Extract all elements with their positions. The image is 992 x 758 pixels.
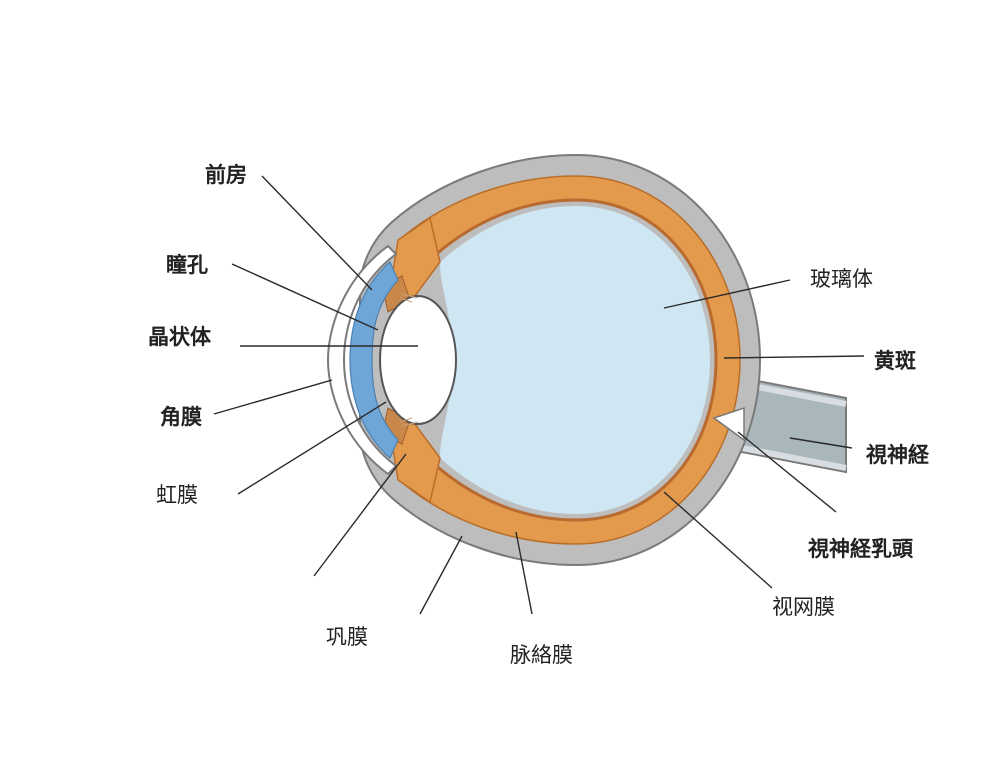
leader-lines [213,175,865,615]
leader-anterior-chamber [261,175,373,291]
zonule-fibres [399,293,419,427]
label-vitreous: 玻璃体 [810,267,873,291]
leader-macula [723,355,865,359]
cornea [326,244,399,476]
leader-cornea [213,379,333,415]
label-lens: 晶状体 [148,325,212,349]
vitreous-body [440,206,710,514]
leader-optic-nerve [789,437,853,449]
leader-vitreous [663,279,791,309]
optic-disc [712,406,745,442]
label-choroid: 脉絡膜 [510,643,573,667]
label-sclera: 巩膜 [326,625,368,649]
label-anterior-chamber: 前房 [205,163,247,187]
leader-sclera [419,535,463,615]
retina-layer [430,198,718,522]
label-retina: 视网膜 [772,595,835,619]
labels: 前房 瞳孔 晶状体 角膜 虹膜 巩膜 脉絡膜 视网膜 視神経乳頭 視神経 黄斑 … [148,163,930,667]
label-macula: 黄斑 [874,349,916,373]
leader-choroid [515,531,533,615]
optic-nerve [741,376,847,474]
leader-iris [237,401,387,495]
label-optic-nerve: 視神経 [865,443,930,467]
lens [379,295,457,425]
leader-optic-disc [737,431,837,513]
leader-pupil [231,263,379,331]
label-pupil: 瞳孔 [166,253,208,277]
label-cornea: 角膜 [160,405,202,429]
label-optic-disc: 視神経乳頭 [807,537,914,561]
leader-sclera-upper [313,453,407,577]
label-iris: 虹膜 [156,483,198,507]
leader-retina [663,491,773,589]
